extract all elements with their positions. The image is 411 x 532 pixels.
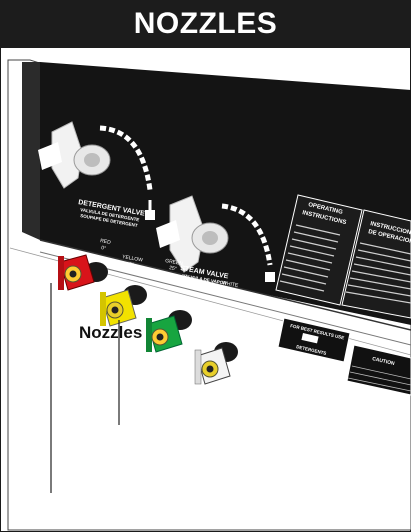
detergent-dial-arc [99, 125, 155, 220]
instrucciones-panel: INSTRUCCIONES DE OPERACION [341, 209, 411, 319]
best-results-line2: DETERGENTS [296, 344, 327, 356]
nozzles-callout-label: Nozzles [79, 323, 143, 342]
detergent-valve-knob[interactable] [38, 121, 111, 189]
caution-label: CAUTION [372, 356, 396, 367]
callout-leader-lines [50, 283, 120, 493]
nozzle-label-white: WHITE [222, 280, 240, 289]
nozzle-angle-green: 25° [169, 265, 177, 272]
brand-logo [301, 333, 319, 344]
nozzle-label-red: RED [100, 238, 112, 246]
nozzle-yellow[interactable] [100, 289, 137, 327]
nozzle-red[interactable] [58, 254, 95, 291]
operating-instructions-panel: OPERATING INSTRUCTIONS [275, 194, 363, 306]
nozzle-white[interactable] [194, 347, 231, 385]
nozzle-label-green: GREEN [165, 258, 184, 267]
nozzle-label-yellow: YELLOW [122, 254, 144, 264]
steam-valve-knob[interactable] [156, 195, 229, 273]
caution-panel: CAUTION [346, 344, 411, 396]
page-title: NOZZLES [0, 0, 411, 48]
steam-dial-arc [221, 203, 275, 282]
nozzle-angle-red: 0° [101, 245, 107, 252]
nozzle-angle-white: 40° [226, 287, 234, 294]
nozzle-green[interactable] [146, 315, 183, 353]
nozzle-angle-yellow: 15° [126, 261, 134, 268]
